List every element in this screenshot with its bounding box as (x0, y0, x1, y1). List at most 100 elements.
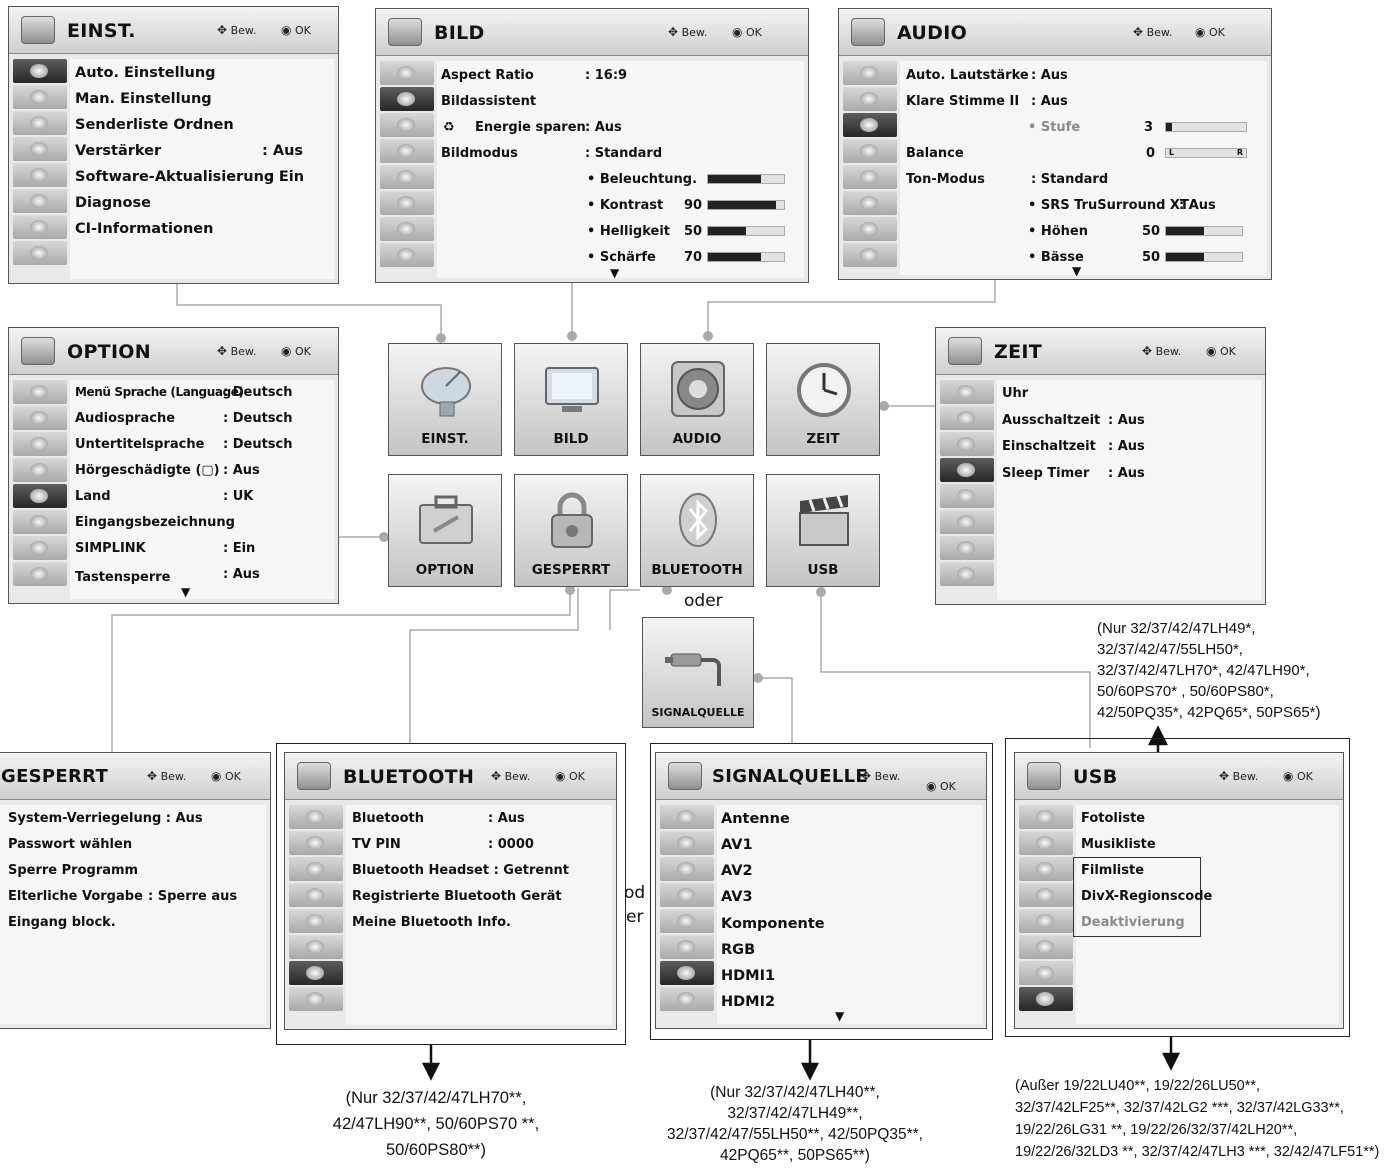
menu-item-senderliste[interactable]: Senderliste Ordnen (75, 117, 234, 133)
hoehen-slider[interactable] (1165, 226, 1243, 236)
menu-item-bildmodus[interactable]: Bildmodus (441, 146, 518, 161)
menu-item-menue-sprache[interactable]: Menü Sprache (Language) (75, 385, 244, 399)
menu-item-stufe[interactable]: • Stufe (1028, 120, 1081, 135)
time-category-icon[interactable] (843, 139, 897, 163)
menu-item-einschaltzeit[interactable]: Einschaltzeit (1002, 439, 1096, 454)
menu-item-auto-einstellung[interactable]: Auto. Einstellung (75, 65, 216, 81)
menu-item-registrierte-geraete[interactable]: Registrierte Bluetooth Gerät (352, 889, 562, 904)
source-antenne[interactable]: Antenne (721, 811, 790, 827)
usb-category-icon[interactable] (380, 243, 434, 267)
menu-item-balance[interactable]: Balance (906, 146, 964, 161)
setup-category-icon[interactable] (1019, 805, 1073, 829)
menu-item-elterliche-vorgabe[interactable]: Elterliche Vorgabe (8, 889, 143, 904)
option-category-icon[interactable] (660, 909, 714, 933)
menu-item-deaktivierung[interactable]: Deaktivierung (1081, 915, 1185, 930)
tile-audio[interactable]: AUDIO (640, 343, 754, 456)
audio-category-icon[interactable] (843, 113, 897, 137)
lock-category-icon[interactable] (13, 189, 67, 213)
menu-item-passwort[interactable]: Passwort wählen (8, 837, 133, 852)
tile-bluetooth[interactable]: BLUETOOTH (640, 474, 754, 587)
menu-item-kontrast[interactable]: • Kontrast (587, 198, 664, 213)
usb-category-icon[interactable] (940, 562, 994, 586)
lock-category-icon[interactable] (289, 935, 343, 959)
menu-item-tv-pin[interactable]: TV PIN (352, 837, 401, 852)
menu-item-aspect-ratio[interactable]: Aspect Ratio (441, 68, 534, 83)
menu-item-system-verriegelung[interactable]: System-Verriegelung : Aus (8, 811, 203, 826)
menu-item-man-einstellung[interactable]: Man. Einstellung (75, 91, 212, 107)
menu-item-audiosprache[interactable]: Audiosprache (75, 411, 176, 426)
menu-item-filmliste[interactable]: Filmliste (1081, 863, 1145, 878)
menu-item-meine-bt-info[interactable]: Meine Bluetooth Info. (352, 915, 511, 930)
tile-einst[interactable]: EINST. (388, 343, 502, 456)
time-category-icon[interactable] (13, 458, 67, 482)
lock-category-icon[interactable] (13, 510, 67, 534)
source-av2[interactable]: AV2 (721, 863, 753, 879)
lock-category-icon[interactable] (1019, 935, 1073, 959)
option-category-icon[interactable] (940, 484, 994, 508)
bluetooth-category-icon[interactable] (289, 961, 343, 985)
menu-item-ci-info[interactable]: CI-Informationen (75, 221, 214, 237)
usb-category-icon[interactable] (289, 987, 343, 1011)
picture-category-icon[interactable] (13, 85, 67, 109)
audio-category-icon[interactable] (289, 857, 343, 881)
source-rgb[interactable]: RGB (721, 942, 756, 958)
setup-category-icon[interactable] (843, 61, 897, 85)
menu-item-bt-headset[interactable]: Bluetooth Headset : Getrennt (352, 863, 569, 878)
source-av3[interactable]: AV3 (721, 889, 753, 905)
menu-item-eingang-block[interactable]: Eingang block. (8, 915, 116, 930)
audio-category-icon[interactable] (380, 113, 434, 137)
tile-usb[interactable]: USB (766, 474, 880, 587)
audio-category-icon[interactable] (13, 111, 67, 135)
menu-item-land[interactable]: Land (75, 489, 111, 504)
source-av1[interactable]: AV1 (721, 837, 753, 853)
bluetooth-category-icon[interactable] (843, 217, 897, 241)
helligkeit-slider[interactable] (707, 226, 785, 236)
menu-item-tastensperre[interactable]: Tastensperre (75, 570, 171, 585)
audio-category-icon[interactable] (13, 432, 67, 456)
source-hdmi2[interactable]: HDMI2 (721, 994, 776, 1010)
tile-bild[interactable]: BILD (514, 343, 628, 456)
usb-category-icon[interactable] (843, 243, 897, 267)
picture-category-icon[interactable] (13, 406, 67, 430)
bluetooth-category-icon[interactable] (940, 536, 994, 560)
menu-item-auto-lautstaerke[interactable]: Auto. Lautstärke (906, 68, 1029, 83)
setup-category-icon[interactable] (380, 61, 434, 85)
menu-item-verstaerker[interactable]: Verstärker (75, 143, 162, 159)
audio-category-icon[interactable] (940, 432, 994, 456)
audio-category-icon[interactable] (1019, 857, 1073, 881)
lock-category-icon[interactable] (380, 191, 434, 215)
menu-item-musikliste[interactable]: Musikliste (1081, 837, 1156, 852)
scroll-down-arrow-icon[interactable]: ▼ (1072, 264, 1082, 278)
menu-item-eingangsbezeichnung[interactable]: Eingangsbezeichnung (75, 515, 235, 530)
picture-category-icon[interactable] (843, 87, 897, 111)
usb-category-icon[interactable] (1019, 987, 1073, 1011)
option-category-icon[interactable] (380, 165, 434, 189)
schaerfe-slider[interactable] (707, 252, 785, 262)
option-category-icon[interactable] (843, 165, 897, 189)
menu-item-simplink[interactable]: SIMPLINK (75, 541, 146, 556)
menu-item-bluetooth[interactable]: Bluetooth (352, 811, 424, 826)
menu-item-ausschaltzeit[interactable]: Ausschaltzeit (1002, 413, 1101, 428)
time-category-icon[interactable] (1019, 883, 1073, 907)
menu-item-schaerfe[interactable]: • Schärfe (587, 250, 656, 265)
tile-option[interactable]: OPTION (388, 474, 502, 587)
bluetooth-category-icon[interactable] (13, 536, 67, 560)
menu-item-ton-modus[interactable]: Ton-Modus (906, 172, 985, 187)
menu-item-sperre-programm[interactable]: Sperre Programm (8, 863, 139, 878)
beleuchtung-slider[interactable] (707, 174, 785, 184)
menu-item-uhr[interactable]: Uhr (1002, 386, 1029, 401)
audio-category-icon[interactable] (660, 857, 714, 881)
menu-item-srs[interactable]: • SRS TruSurround XT (1028, 198, 1189, 213)
menu-item-beleuchtung[interactable]: • Beleuchtung. (587, 172, 698, 187)
time-category-icon[interactable] (289, 883, 343, 907)
menu-item-bildassistent[interactable]: Bildassistent (441, 94, 537, 109)
setup-category-icon[interactable] (13, 380, 67, 404)
source-hdmi1[interactable]: HDMI1 (721, 968, 776, 984)
menu-item-software[interactable]: Software-Aktualisierung (75, 169, 275, 185)
stufe-slider[interactable] (1165, 122, 1247, 132)
lock-category-icon[interactable] (660, 935, 714, 959)
tile-signalquelle[interactable]: SIGNALQUELLE (642, 617, 754, 728)
usb-category-icon[interactable] (660, 987, 714, 1011)
picture-category-icon[interactable] (289, 831, 343, 855)
